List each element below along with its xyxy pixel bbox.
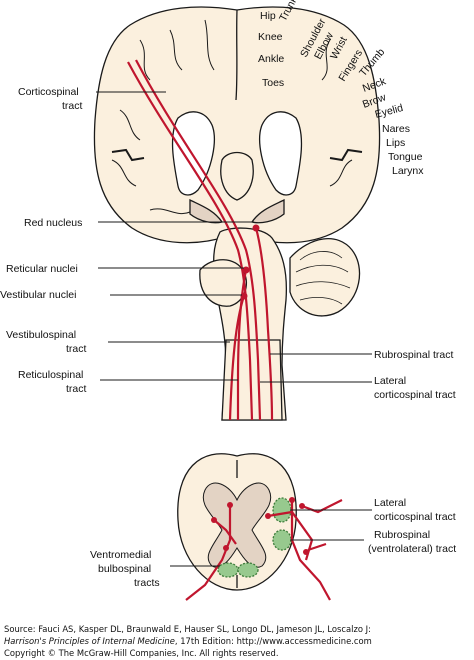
- label-red-nucleus: Red nucleus: [24, 217, 82, 229]
- cord-node-5: [299, 503, 305, 509]
- right-sylvian-fissure: [329, 148, 363, 162]
- reticulospinal-tract-line: [236, 269, 248, 420]
- label-corticospinal-2: tract: [62, 100, 83, 112]
- cerebellum-folia: [295, 251, 351, 305]
- ventral-tract-right: [237, 562, 259, 578]
- cord-left-tract: [185, 505, 232, 601]
- source-text: Source: Fauci AS, Kasper DL, Braunwald E…: [4, 624, 371, 634]
- hom-hip: Hip: [260, 10, 276, 22]
- brainstem-group: [199, 227, 361, 421]
- label-reticulospinal-2: tract: [66, 383, 87, 395]
- label-ventromedial-3: tracts: [134, 577, 160, 589]
- vestibular-nucleus-node: [240, 292, 248, 300]
- label-vestibular-nuclei: Vestibular nuclei: [0, 289, 76, 301]
- hom-nares: Nares: [382, 123, 410, 135]
- label-ventromedial-1: Ventromedial: [90, 549, 151, 561]
- cord-node-3: [289, 497, 295, 503]
- cerebellum: [289, 238, 361, 317]
- cord-node-1: [227, 502, 233, 508]
- motor-tracts: [127, 59, 343, 601]
- structure-labels: Corticospinal tract Red nucleus Reticula…: [0, 86, 456, 589]
- label-corticospinal-1: Corticospinal: [18, 86, 79, 98]
- reticular-nucleus-node: [242, 266, 250, 274]
- hom-ankle: Ankle: [258, 53, 284, 65]
- cord-right-tract: [290, 500, 331, 601]
- cord-node-2: [211, 517, 217, 523]
- label-cord-rubrospinal-2: (ventrolateral) tract: [368, 543, 456, 555]
- label-lateral-cs-2: corticospinal tract: [374, 389, 456, 401]
- hom-knee: Knee: [258, 31, 283, 43]
- ventral-tract-left: [217, 562, 239, 578]
- lateral-corticospinal-area: [272, 497, 292, 523]
- copyright-text: Copyright © The McGraw-Hill Companies, I…: [4, 648, 279, 658]
- label-lateral-cs-1: Lateral: [374, 375, 406, 387]
- left-sylvian-fissure: [111, 148, 145, 162]
- medulla-bulge: [199, 259, 247, 307]
- label-cord-lateral-cs-2: corticospinal tract: [374, 511, 456, 523]
- label-vestibulospinal-2: tract: [66, 343, 87, 355]
- grey-matter: [202, 482, 272, 568]
- leader-lines: [96, 91, 372, 567]
- rubrospinal-tract-line: [254, 227, 274, 421]
- right-lateral-ventricle: [259, 111, 303, 196]
- label-reticulospinal-1: Reticulospinal: [18, 369, 83, 381]
- corticospinal-tract: [127, 61, 254, 421]
- corticospinal-tract-2: [135, 59, 262, 421]
- copyright-line: Copyright © The McGraw-Hill Companies, I…: [4, 648, 279, 658]
- label-vestibulospinal-1: Vestibulospinal: [6, 329, 76, 341]
- book-title: Harrison's Principles of Internal Medici…: [4, 636, 175, 646]
- brain-coronal-section: [93, 6, 381, 244]
- hom-tongue: Tongue: [388, 151, 423, 163]
- cord-right-branch-2: [301, 499, 343, 552]
- cord-left-branch: [213, 519, 237, 545]
- longitudinal-fissure: [235, 9, 238, 101]
- source-line-2: Harrison's Principles of Internal Medici…: [4, 636, 372, 646]
- hom-larynx: Larynx: [392, 165, 424, 177]
- label-ventromedial-2: bulbospinal: [98, 563, 151, 575]
- gyri-lines: [111, 19, 353, 215]
- tract-nodes: [211, 224, 309, 555]
- label-rubrospinal: Rubrospinal tract: [374, 349, 453, 361]
- source-edition-url: , 17th Edition: http://www.accessmedicin…: [174, 636, 372, 646]
- cord-node-7: [223, 545, 229, 551]
- label-cord-rubrospinal-1: Rubrospinal: [374, 529, 430, 541]
- red-nucleus-node: [252, 224, 260, 232]
- rubrospinal-area: [272, 529, 292, 551]
- thalamus: [220, 151, 254, 201]
- hom-toes: Toes: [262, 77, 284, 89]
- vestibulospinal-tract-line: [228, 295, 246, 421]
- hom-lips: Lips: [386, 137, 405, 149]
- label-reticular-nuclei: Reticular nuclei: [6, 263, 78, 275]
- cord-node-6: [303, 549, 309, 555]
- source-line-1: Source: Fauci AS, Kasper DL, Braunwald E…: [4, 624, 371, 634]
- label-cord-lateral-cs-1: Lateral: [374, 497, 406, 509]
- cord-node-4: [265, 513, 271, 519]
- spinal-cord-cross-section: [177, 453, 297, 591]
